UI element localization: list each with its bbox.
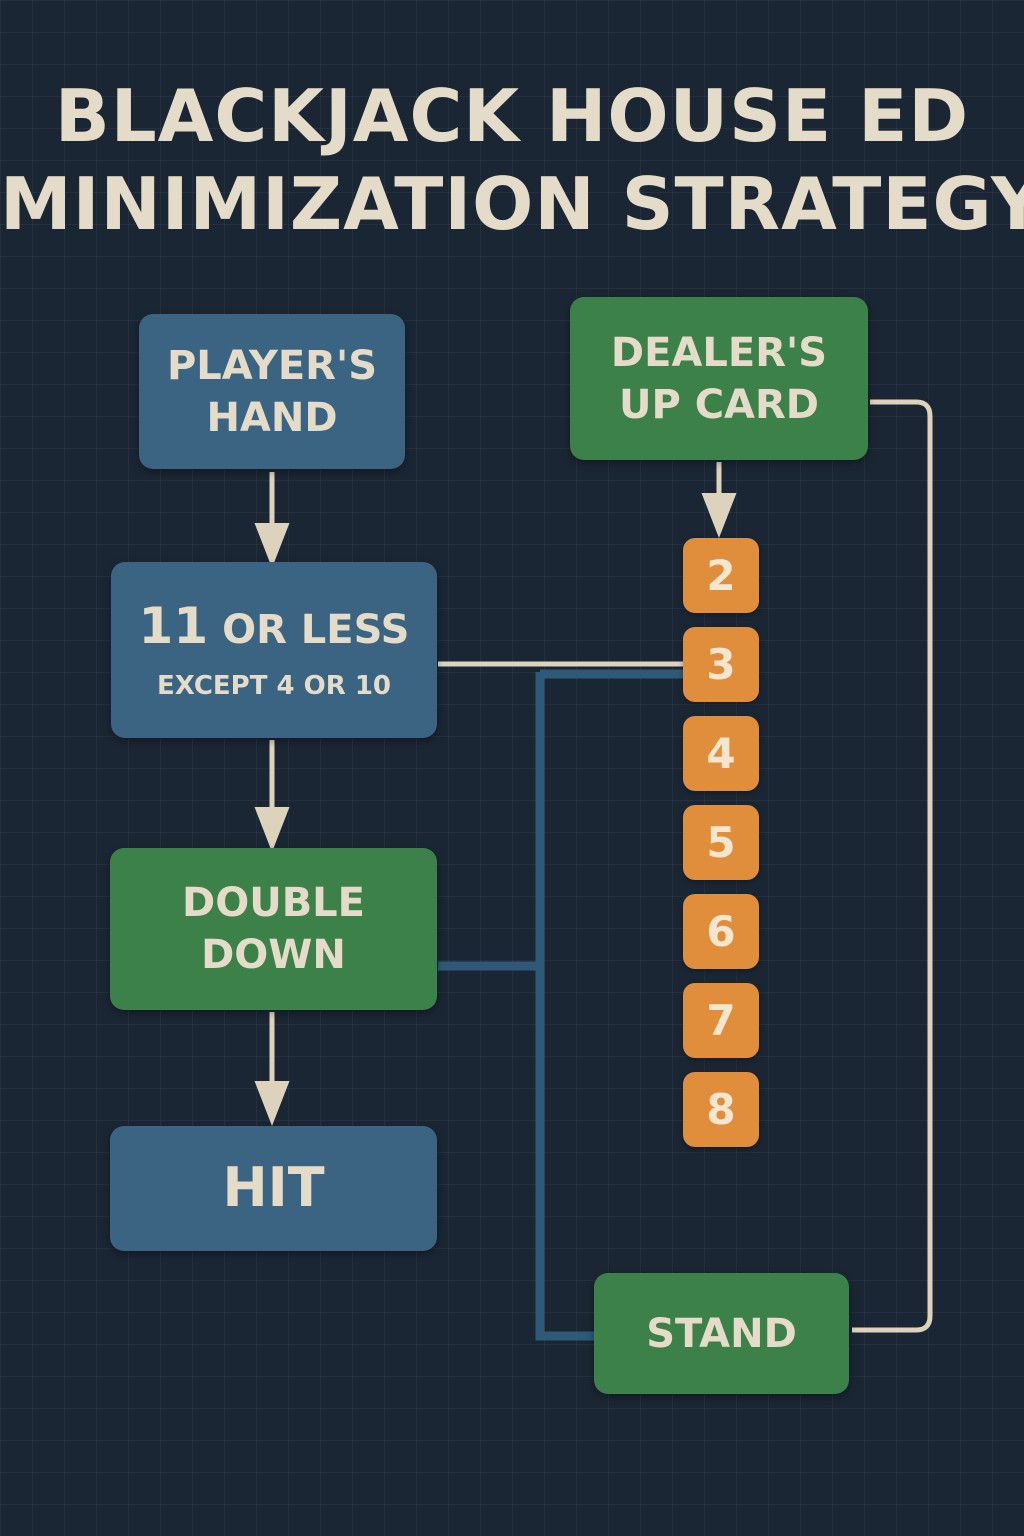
condition-main-text: 11 OR LESS	[139, 596, 410, 656]
dealers-up-card-box: DEALER'S UP CARD	[570, 297, 868, 460]
double-down-label-line-2: DOWN	[201, 932, 346, 978]
players-hand-label-line-2: HAND	[206, 394, 338, 441]
dealers-up-card-label-line-2: UP CARD	[618, 381, 820, 428]
condition-rest: OR LESS	[222, 607, 410, 654]
dealer-card-8: 8	[683, 1072, 759, 1147]
diagram-title-line-2: MINIMIZATION STRATEGY	[0, 162, 1024, 246]
hit-box: HIT	[110, 1126, 437, 1251]
dealer-card-2: 2	[683, 538, 759, 613]
diagram-title-line-1: BLACKJACK HOUSE ED	[54, 74, 970, 158]
dealers-up-card-label-line-1: DEALER'S	[610, 329, 828, 376]
dealer-card-6: 6	[683, 894, 759, 969]
connector-cards-to-stand	[535, 672, 596, 1341]
dealer-card-7: 7	[683, 983, 759, 1058]
dealer-card-4: 4	[683, 716, 759, 791]
stand-label: STAND	[646, 1310, 797, 1357]
players-hand-label-line-1: PLAYER'S	[166, 342, 378, 389]
eleven-or-less-box: 11 OR LESS EXCEPT 4 OR 10	[111, 562, 437, 738]
hit-label: HIT	[222, 1156, 325, 1220]
dealer-card-list: 2 3 4 5 6 7 8	[683, 538, 759, 1147]
dealer-card-5: 5	[683, 805, 759, 880]
double-down-box: DOUBLE DOWN	[110, 848, 437, 1010]
dealer-card-3: 3	[683, 627, 759, 702]
condition-exception-text: EXCEPT 4 OR 10	[156, 671, 392, 702]
double-down-label-line-1: DOUBLE	[182, 880, 365, 926]
stand-box: STAND	[594, 1273, 849, 1394]
condition-number: 11	[138, 597, 209, 656]
connector-dealer-to-stand	[852, 399, 933, 1333]
players-hand-box: PLAYER'S HAND	[139, 314, 405, 469]
